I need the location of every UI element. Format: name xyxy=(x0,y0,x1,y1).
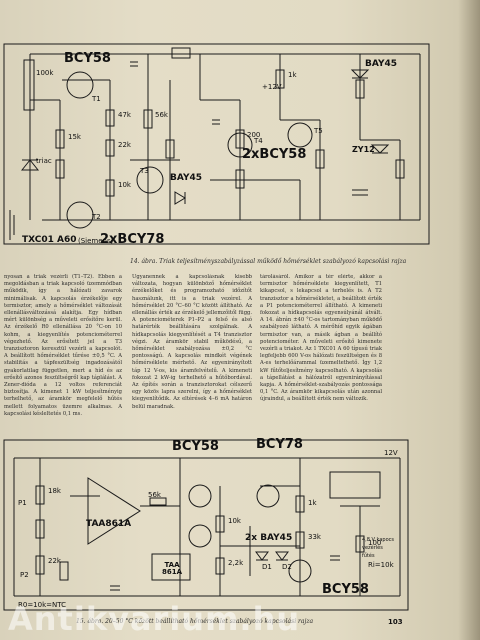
label-100: 100 xyxy=(368,539,382,547)
label-12v-b: 12V xyxy=(384,449,398,457)
text-column-3: tárolásáról. Amikor a tér elérte, akkor … xyxy=(260,274,382,403)
label-200: 200 xyxy=(247,131,261,139)
label-p2: P2 xyxy=(20,571,29,579)
legend-line-3: fűtés xyxy=(362,553,375,559)
label-56k-b: 56k xyxy=(148,491,161,499)
label-2xbcy58: 2xBCY58 xyxy=(242,147,307,162)
label-t2: T2 xyxy=(92,213,101,221)
label-txc01: TXC01 A60 xyxy=(22,235,77,245)
label-1k-b: 1k xyxy=(308,499,317,507)
legend-line-1: 4,8 V kapocs xyxy=(362,537,395,543)
label-r0: R0=10k=NTC xyxy=(18,601,66,609)
label-18k: 18k xyxy=(48,487,61,495)
legend-line-2: vezérlés xyxy=(362,545,383,551)
label-1k: 1k xyxy=(288,71,297,79)
label-2k2: 2,2k xyxy=(228,559,244,567)
label-taa861a-chip: TAA 861A xyxy=(161,561,183,576)
label-2x-bay45: 2x BAY45 xyxy=(245,533,293,543)
label-15k: 15k xyxy=(68,133,81,141)
label-ri: Ri=10k xyxy=(368,561,394,569)
label-10k: 10k xyxy=(118,181,131,189)
label-bcy78-a: BCY78 xyxy=(256,437,303,452)
label-t5: T5 xyxy=(314,127,323,135)
watermark: Antikvarium.hu xyxy=(8,600,301,638)
label-t3: T3 xyxy=(140,167,149,175)
figure-14-caption: 14. ábra. Triak teljesítményszabályzássa… xyxy=(130,258,407,265)
label-12v: +12V xyxy=(262,83,282,91)
label-t1: T1 xyxy=(92,95,101,103)
label-d2: D2 xyxy=(282,563,292,571)
page-number: 103 xyxy=(388,618,403,626)
figure-15-schematic xyxy=(3,439,409,611)
figure-14-schematic xyxy=(3,43,430,245)
label-zy12: ZY12 xyxy=(352,145,375,154)
label-d1: D1 xyxy=(262,563,272,571)
label-47k: 47k xyxy=(118,111,131,119)
label-100k: 100k xyxy=(36,69,54,77)
text-column-1: nyosan a triak vezérli (T1–T2). Ebben a … xyxy=(4,274,122,417)
figure-15-caption: 15. ábra. 20–50 °C között beállítható hő… xyxy=(76,618,314,625)
label-bay45-right: BAY45 xyxy=(365,59,398,69)
label-siemens: (Siemens) xyxy=(78,237,114,245)
label-22k: 22k xyxy=(118,141,131,149)
label-56k: 56k xyxy=(155,111,168,119)
label-bay45-mid: BAY45 xyxy=(170,173,203,183)
text-column-2: Ugyanennek a kapcsolásnak kisebb változa… xyxy=(132,274,252,410)
label-t4: T4 xyxy=(254,137,263,145)
label-bcy58-a: BCY58 xyxy=(172,439,219,454)
label-33k: 33k xyxy=(308,533,321,541)
page-edge-shadow xyxy=(458,0,480,640)
label-2xbcy78: 2xBCY78 xyxy=(100,232,165,247)
label-p1: P1 xyxy=(18,499,27,507)
label-bcy58-b: BCY58 xyxy=(322,582,369,597)
label-triac: triac xyxy=(36,157,52,165)
label-taa861a: TAA861A xyxy=(86,519,132,529)
label-10k-b: 10k xyxy=(228,517,241,525)
label-bcy58-top: BCY58 xyxy=(64,51,111,66)
label-22k-b: 22k xyxy=(48,557,61,565)
